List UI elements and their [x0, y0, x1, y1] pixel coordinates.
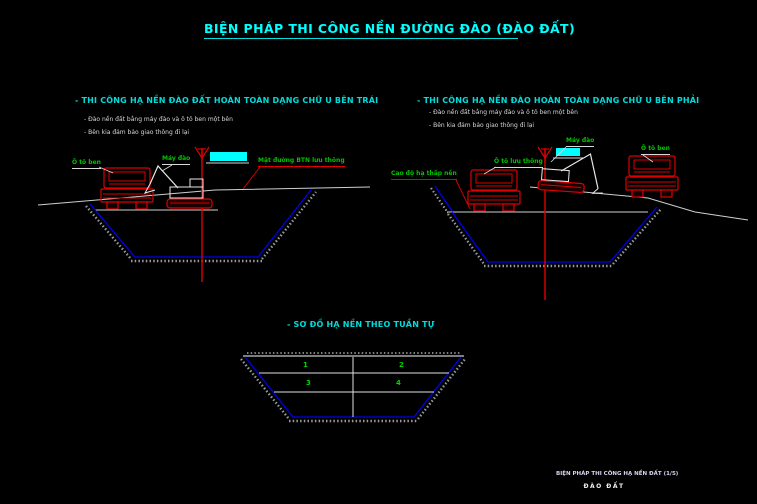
dump-truck-label-left: Ô tô ben	[72, 159, 101, 169]
right-section-heading: - THI CÔNG HẠ NỀN ĐÀO HOÀN TOÀN DẠNG CHỮ…	[417, 96, 700, 105]
left-bullet-2: - Bên kia đảm bảo giao thông đi lại	[84, 129, 190, 136]
sequence-cell-2: 2	[399, 361, 404, 369]
sequence-cell-4: 4	[396, 379, 401, 387]
left-bullet-1: - Đào nền đất bằng máy đào và ô tô ben m…	[84, 116, 233, 123]
right-bullet-2: - Bên kia đảm bảo giao thông đi lại	[429, 122, 535, 129]
lowered-level-label: Cao độ hạ thấp nền	[391, 170, 457, 180]
sequence-cell-1: 1	[303, 361, 308, 369]
titleblock-line2: ĐÀO ĐẤT	[583, 483, 625, 490]
excavator-label-left: Máy đào	[162, 155, 191, 165]
left-cross-section	[37, 146, 371, 282]
traffic-truck-label: Ô tô lưu thông	[494, 158, 543, 168]
benchmark-icon	[194, 146, 210, 163]
station-box	[556, 148, 580, 156]
dump-truck-left	[100, 167, 154, 210]
sequence-cell-3: 3	[306, 379, 311, 387]
dump-truck-label-right: Ô tô ben	[641, 145, 670, 155]
excavator-left	[143, 164, 213, 209]
excavator-right	[537, 153, 603, 194]
left-section-heading: - THI CÔNG HẠ NỀN ĐÀO ĐẤT HOÀN TOÀN DẠNG…	[75, 96, 379, 105]
right-bullet-1: - Đào nền đất bằng máy đào và ô tô ben m…	[429, 109, 578, 116]
traffic-truck-right	[467, 169, 521, 212]
sequence-diagram	[240, 352, 466, 423]
page-title: BIỆN PHÁP THI CÔNG NỀN ĐƯỜNG ĐÀO (ĐÀO ĐẤ…	[204, 21, 575, 40]
sequence-heading: - SƠ ĐỒ HẠ NỀN THEO TUẦN TỰ	[287, 320, 435, 329]
road-surface-label: Mặt đường BTN lưu thông	[258, 157, 345, 167]
right-cross-section	[430, 146, 749, 300]
station-box	[210, 152, 247, 161]
excavator-label-right: Máy đào	[566, 137, 595, 147]
titleblock-line1: BIỆN PHÁP THI CÔNG HẠ NỀN ĐẤT (1/5)	[556, 471, 679, 477]
dump-truck-right	[625, 155, 679, 198]
